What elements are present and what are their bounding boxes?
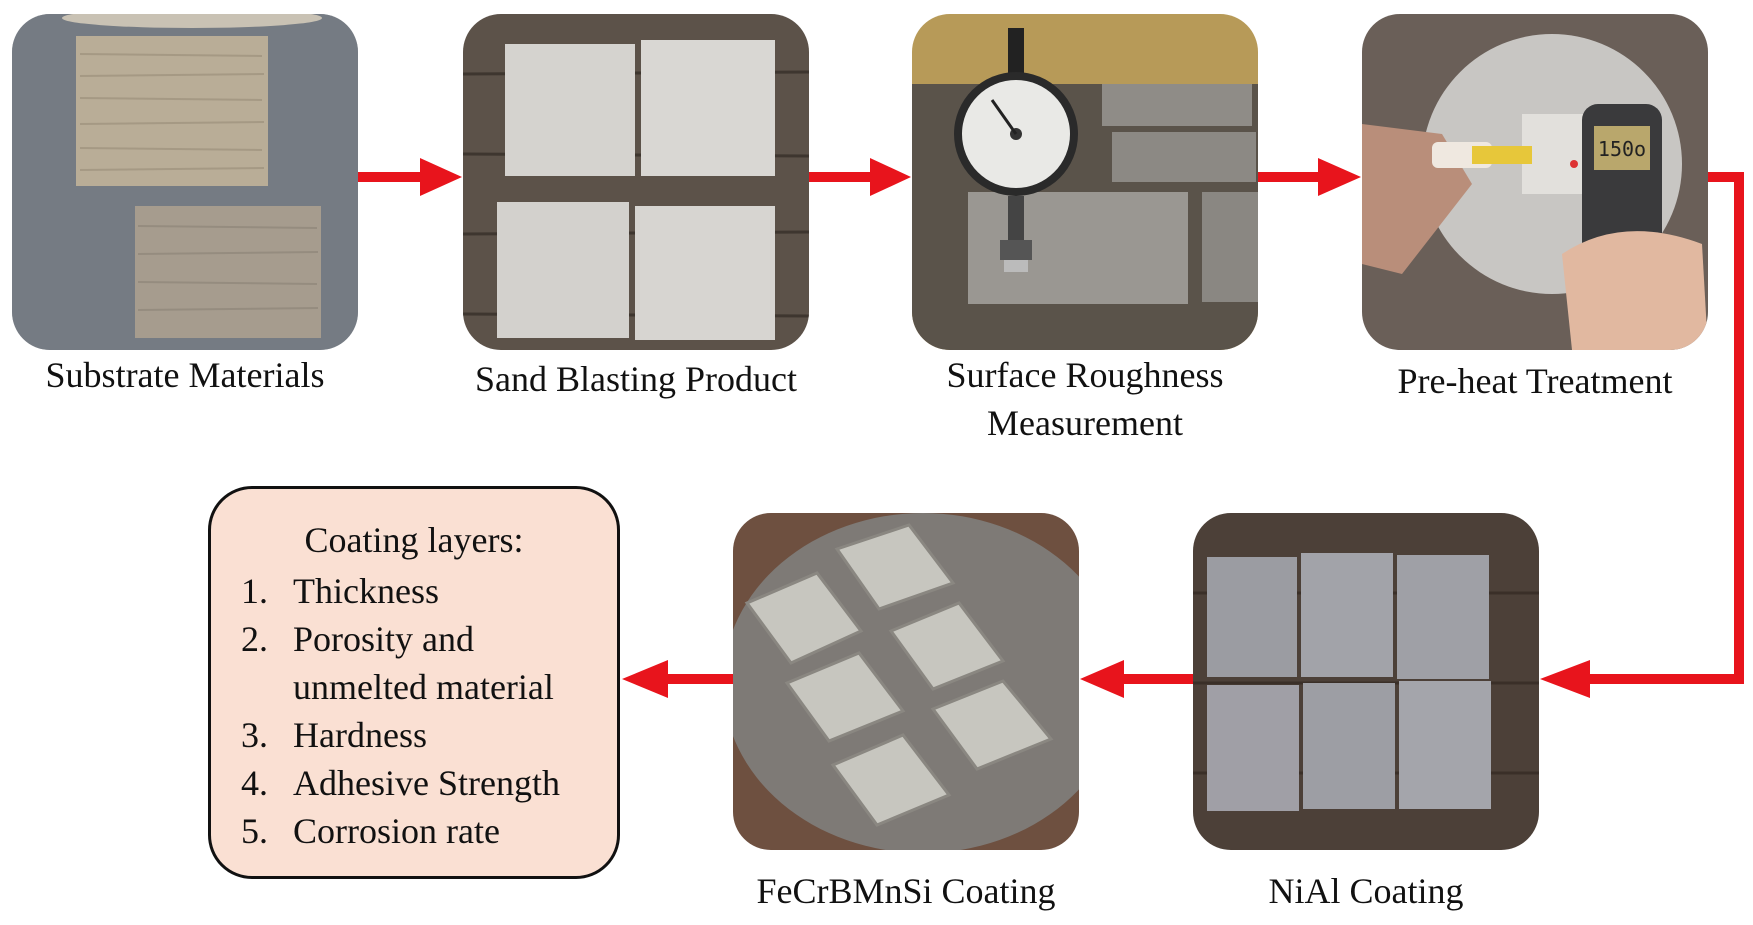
list-item: 1.Thickness	[241, 571, 439, 611]
nial-photo	[1193, 513, 1539, 850]
caption-roughness-line1: Surface Roughness	[946, 355, 1224, 395]
sandblast-photo	[463, 14, 809, 350]
caption-roughness-line2: Measurement	[987, 403, 1183, 443]
list-item: 2.Porosity and	[241, 619, 475, 659]
list-item: 3.Hardness	[241, 715, 427, 755]
caption-fecr: FeCrBMnSi Coating	[756, 871, 1056, 911]
coating-layers-box: Coating layers: 1.Thickness 2.Porosity a…	[208, 486, 620, 879]
roughness-photo	[912, 14, 1258, 350]
preheat-photo: 150o	[1362, 14, 1708, 350]
fecr-photo	[733, 513, 1079, 850]
coating-layers-list: 1.Thickness 2.Porosity and unmelted mate…	[241, 567, 560, 855]
list-item: 4.Adhesive Strength	[241, 763, 560, 803]
caption-substrate: Substrate Materials	[45, 355, 325, 395]
caption-preheat: Pre-heat Treatment	[1397, 361, 1673, 401]
coating-layers-title: Coating layers:	[304, 520, 524, 560]
caption-sandblast: Sand Blasting Product	[475, 359, 797, 399]
list-item: 5.Corrosion rate	[241, 811, 500, 851]
substrate-photo	[12, 14, 358, 350]
thermometer-reading: 150o	[1598, 137, 1646, 161]
caption-nial: NiAl Coating	[1268, 871, 1464, 911]
list-item-continuation: unmelted material	[293, 667, 554, 707]
